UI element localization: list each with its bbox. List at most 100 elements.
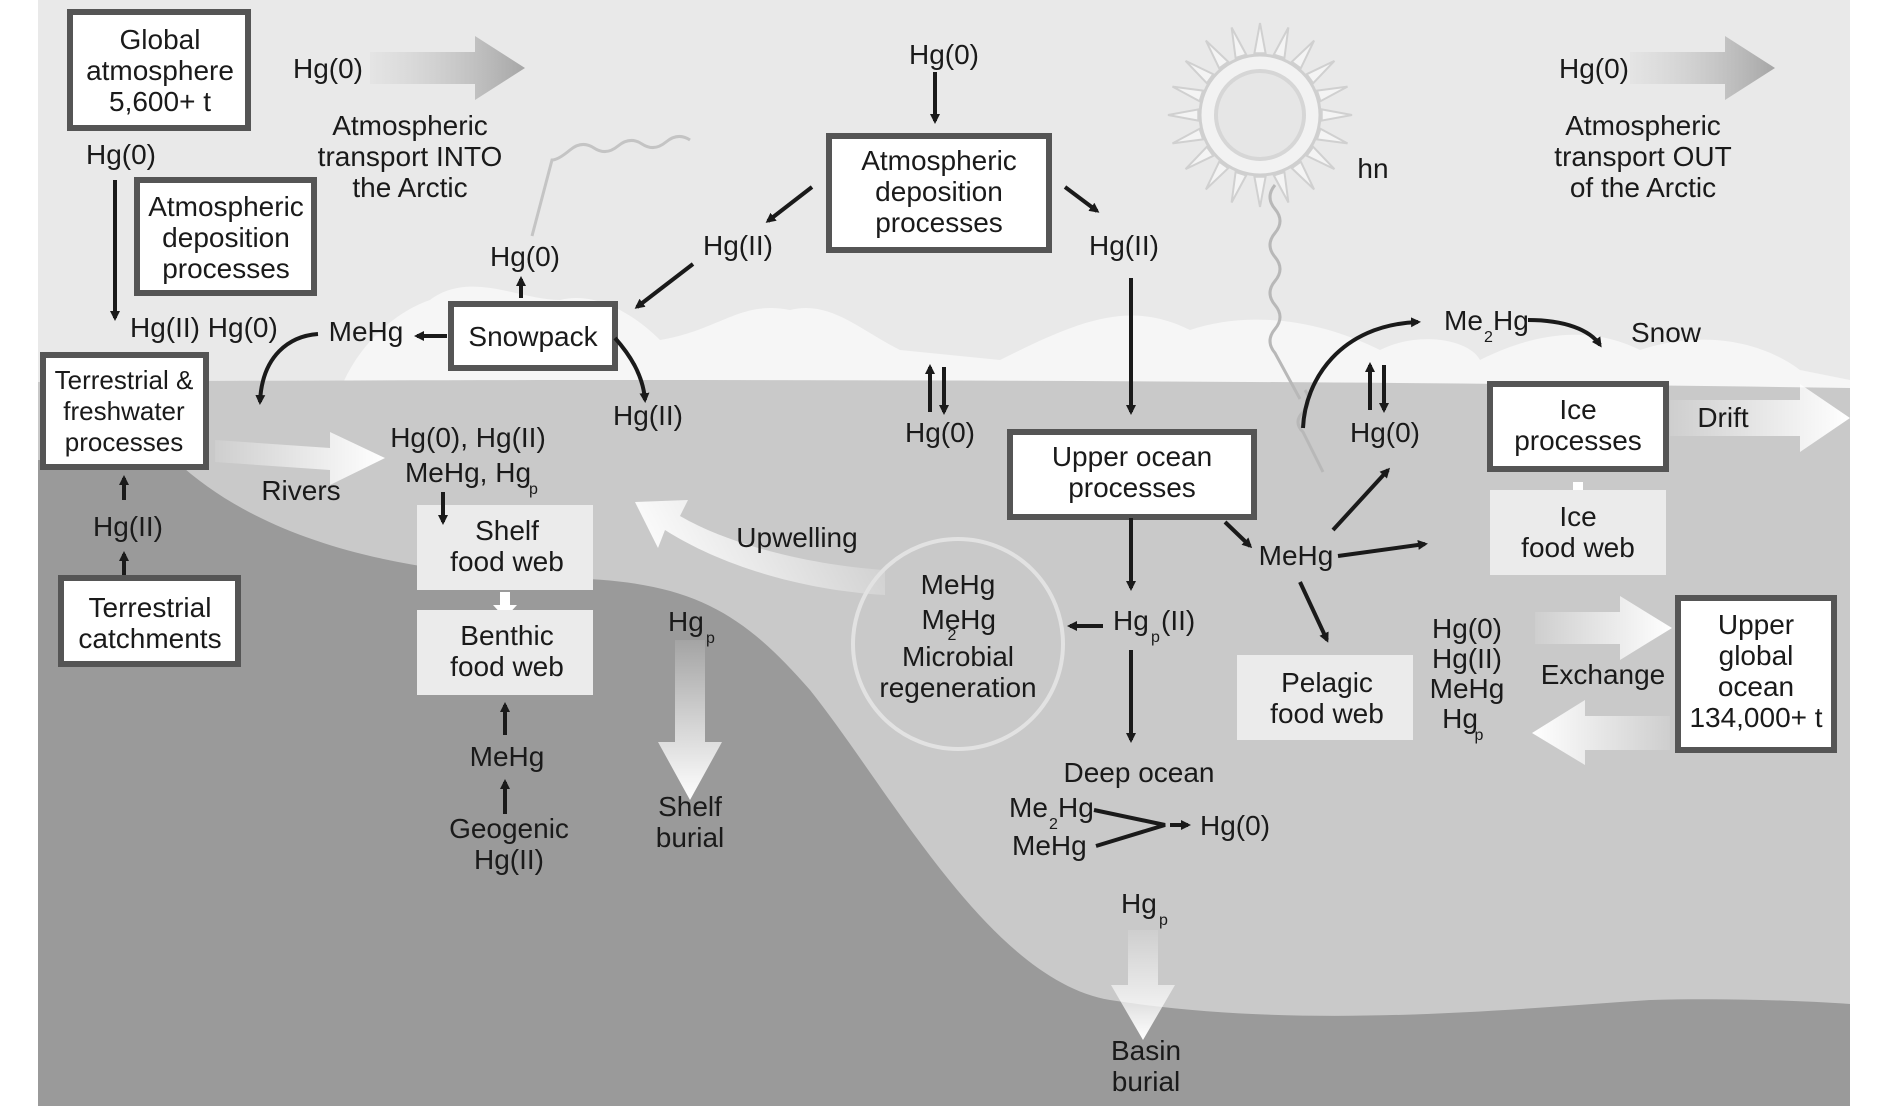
svg-text:Me: Me	[1009, 792, 1048, 823]
svg-text:Me: Me	[1444, 305, 1483, 336]
svg-text:Hg: Hg	[1442, 703, 1478, 734]
svg-text:burial: burial	[656, 822, 724, 853]
hgp-deep-label: Hg p	[1121, 888, 1168, 929]
exchange-species-label: Hg(0) Hg(II) MeHg Hg p	[1430, 613, 1505, 744]
terrestrial-catchments-box	[58, 575, 241, 667]
hg0-into-label: Hg(0)	[293, 53, 363, 84]
sun-ray	[1172, 127, 1205, 145]
svg-text:2: 2	[948, 627, 957, 644]
svg-text:global: global	[1719, 640, 1794, 671]
svg-text:p: p	[1475, 727, 1484, 744]
svg-text:Atmospheric: Atmospheric	[332, 110, 488, 141]
transport-out-arrow	[1630, 36, 1775, 100]
svg-text:Atmospheric: Atmospheric	[1565, 110, 1721, 141]
terrestrial-hg2-label: Hg(II)	[93, 511, 163, 542]
drift-arrow	[1670, 384, 1850, 452]
hgp-ii-label: Hg p (II)	[1113, 605, 1195, 646]
svg-text:processes: processes	[1068, 472, 1196, 503]
sun-ray	[1290, 39, 1316, 70]
mehg-benthic-label: MeHg	[470, 741, 545, 772]
svg-text:Ice: Ice	[1559, 501, 1596, 532]
svg-text:processes: processes	[1514, 425, 1642, 456]
pelagic-food-web-label: Pelagic food web	[1270, 667, 1384, 729]
svg-text:processes: processes	[65, 427, 184, 457]
exchange-right-arrow	[1535, 596, 1672, 660]
arrow-mehg-to-pelagic	[1298, 581, 1329, 643]
hg0-center-eq-label: Hg(0)	[905, 417, 975, 448]
sun-ray	[1320, 108, 1353, 122]
hg0-atm-left-label: Hg(0)	[86, 139, 156, 170]
snow-cloud-band	[340, 286, 1850, 400]
hg0-center-top-label: Hg(0)	[909, 39, 979, 70]
atmospheric-deposition-left-label: Atmospheric deposition processes	[148, 191, 304, 284]
svg-text:Global: Global	[120, 24, 201, 55]
svg-text:(II): (II)	[1161, 605, 1195, 636]
terrestrial-catchments-label: Terrestrial catchments	[78, 592, 221, 654]
transport-out-label: Atmospheric transport OUT of the Arctic	[1554, 110, 1731, 203]
transport-into-label: Atmospheric transport INTO the Arctic	[318, 110, 503, 203]
river-species-label: Hg(0), Hg(II) MeHg, Hg	[390, 422, 546, 488]
wavy-arrow-icon	[1268, 184, 1302, 400]
mehg-ocean-label: MeHg	[1259, 540, 1334, 571]
svg-text:food web: food web	[450, 651, 564, 682]
rivers-label: Rivers	[261, 475, 340, 506]
upper-ocean-label: Upper ocean processes	[1052, 441, 1212, 503]
upper-global-ocean-label: Upper global ocean 134,000+ t	[1689, 609, 1822, 733]
hg2-left-label: Hg(II)	[703, 230, 773, 261]
sun-ray	[1315, 85, 1348, 103]
svg-text:Microbial: Microbial	[902, 641, 1014, 672]
exchange-label: Exchange	[1541, 659, 1666, 690]
svg-text:Atmospheric: Atmospheric	[861, 145, 1017, 176]
svg-text:Hg: Hg	[1121, 888, 1157, 919]
process-arrows	[110, 72, 1602, 848]
arrow-mehg-to-ice-food	[1337, 540, 1428, 558]
deep-me2hg-label: Me 2 Hg	[1009, 792, 1094, 833]
svg-text:Shelf: Shelf	[475, 515, 539, 546]
sun-ray	[1272, 170, 1290, 203]
arrow-left-hg2-to-snowpack	[634, 262, 695, 309]
svg-text:of the Arctic: of the Arctic	[1570, 172, 1716, 203]
exchange-left-arrow	[1532, 700, 1670, 765]
sun-ray	[1172, 85, 1205, 103]
atmospheric-deposition-center-box	[826, 133, 1052, 253]
svg-text:Upper ocean: Upper ocean	[1052, 441, 1212, 472]
sun-ray	[1230, 27, 1248, 60]
drift-label: Drift	[1697, 402, 1749, 433]
svg-text:Hg: Hg	[1493, 305, 1529, 336]
river-species-sub-p: p	[529, 481, 538, 498]
svg-text:catchments: catchments	[78, 623, 221, 654]
atmospheric-deposition-left-box	[134, 177, 317, 296]
hg2-right-label: Hg(II)	[1089, 230, 1159, 261]
sun-ray	[1272, 27, 1290, 60]
hg0-out-label: Hg(0)	[1559, 53, 1629, 84]
arrow-me2hg-to-snow	[1527, 318, 1602, 348]
hg0-right-eq-label: Hg(0)	[1350, 417, 1420, 448]
terrestrial-freshwater-box	[40, 352, 209, 470]
basin-burial-arrow	[1111, 930, 1175, 1040]
svg-text:Hg(II): Hg(II)	[1432, 643, 1502, 674]
svg-text:atmosphere: atmosphere	[86, 55, 234, 86]
hg2-snowpack-label: Hg(II)	[613, 400, 683, 431]
hn-label: hn	[1357, 153, 1388, 184]
deep-ocean-label: Deep ocean	[1063, 757, 1214, 788]
sun-ray	[1290, 160, 1316, 191]
sun-ray	[1167, 108, 1200, 122]
svg-text:Terrestrial: Terrestrial	[89, 592, 212, 623]
hgp-shelf-label: Hg p	[668, 606, 715, 647]
svg-text:Me: Me	[922, 604, 961, 635]
svg-text:Ice: Ice	[1559, 394, 1596, 425]
terrestrial-freshwater-label: Terrestrial & freshwater processes	[55, 365, 194, 457]
sun-ray	[1253, 175, 1267, 208]
ice-processes-label: Ice processes	[1514, 394, 1642, 456]
global-atmosphere-box	[67, 9, 251, 131]
svg-text:Hg: Hg	[668, 606, 704, 637]
arrow-mehg-to-terrestrial	[255, 332, 319, 405]
global-atmosphere-label: Global atmosphere 5,600+ t	[86, 24, 234, 117]
atmospheric-deposition-center-label: Atmospheric deposition processes	[861, 145, 1017, 238]
svg-text:MeHg, Hg: MeHg, Hg	[405, 457, 531, 488]
svg-text:transport INTO: transport INTO	[318, 141, 503, 172]
snowpack-label: Snowpack	[468, 321, 598, 352]
transport-into-arrow	[370, 36, 525, 100]
me2hg-top-label: Me 2 Hg	[1444, 305, 1529, 346]
microbial-regeneration-label: MeHg Me 2 Hg Microbial regeneration	[879, 569, 1036, 703]
